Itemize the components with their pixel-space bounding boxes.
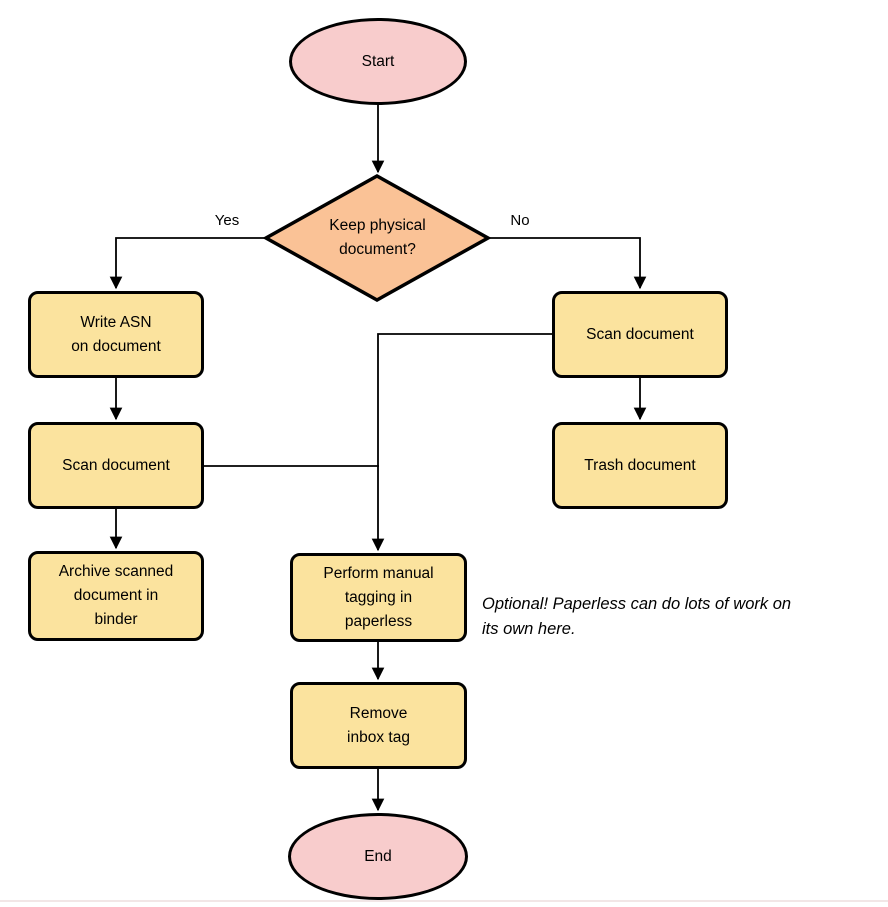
- node-tagging: Perform manual tagging in paperless: [290, 553, 467, 642]
- node-archive: Archive scanned document in binder: [28, 551, 204, 641]
- node-write-asn: Write ASN on document: [28, 291, 204, 378]
- node-scan-right: Scan document: [552, 291, 728, 378]
- decision-diamond-shape: [262, 173, 492, 303]
- node-start: Start: [289, 18, 467, 105]
- bottom-divider: [0, 900, 888, 902]
- edge-decision-yes-to-write-asn: [109, 237, 266, 290]
- edge-label-yes: Yes: [214, 212, 240, 229]
- optional-note: Optional! Paperless can do lots of work …: [482, 595, 792, 638]
- node-remove-inbox: Remove inbox tag: [290, 682, 467, 769]
- node-trash: Trash document: [552, 422, 728, 509]
- node-scan-left: Scan document: [28, 422, 204, 509]
- edge-scan-right-to-tagging: [371, 333, 552, 552]
- node-end: End: [288, 813, 468, 900]
- node-decision-label: Keep physical document?: [329, 217, 426, 258]
- edge-label-no: No: [510, 212, 530, 229]
- edge-decision-no-to-scan-right: [488, 237, 647, 290]
